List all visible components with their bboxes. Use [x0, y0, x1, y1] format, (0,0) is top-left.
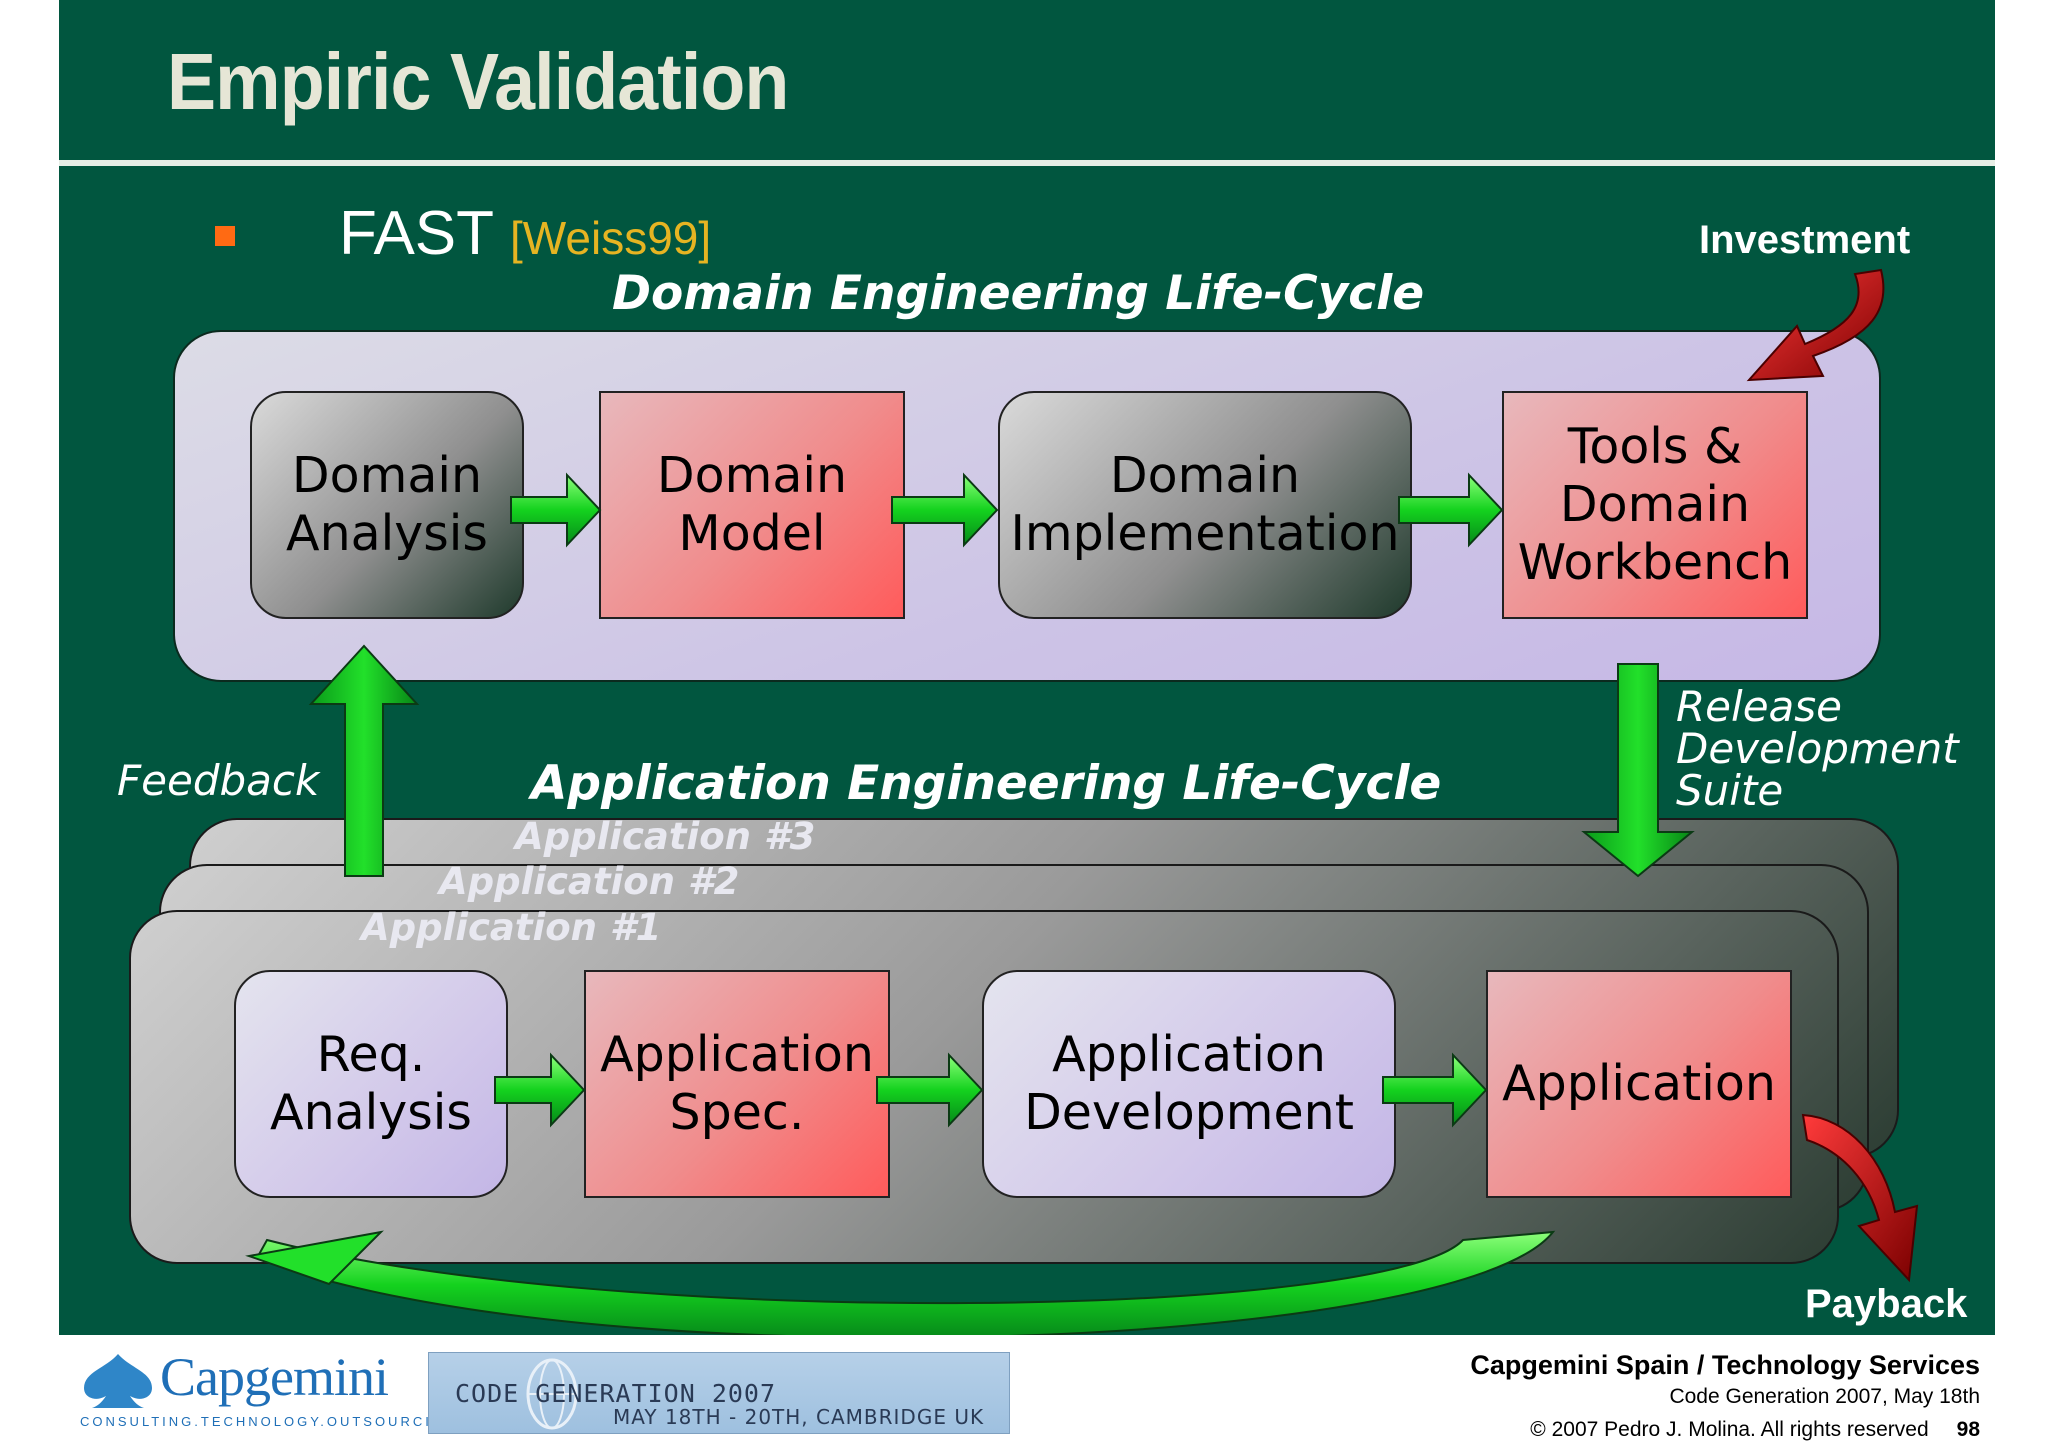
banner-title: CODE GENERATION 2007 — [455, 1379, 777, 1408]
payback-arrow — [1801, 1113, 1919, 1283]
application-box: Application — [1486, 970, 1792, 1198]
arrow-domain-model-to-implementation — [891, 472, 999, 548]
release-down-arrow — [1581, 663, 1695, 878]
page-number: 98 — [1956, 1418, 1980, 1441]
capgemini-logo: Capgemini CONSULTING.TECHNOLOGY.OUTSOURC… — [78, 1347, 454, 1432]
domain-lifecycle-label: Domain Engineering Life-Cycle — [612, 266, 1425, 321]
arrow-layer — [245, 268, 1919, 1335]
feedback-up-arrow — [308, 644, 420, 877]
title-bar: Empiric Validation — [59, 0, 1995, 160]
domain-implementation-box: Domain Implementation — [998, 391, 1412, 619]
footer-copyright: © 2007 Pedro J. Molina. All rights reser… — [1530, 1418, 1929, 1441]
capgemini-spade-icon — [84, 1354, 152, 1408]
citation: [Weiss99] — [510, 212, 712, 264]
title-rule — [59, 160, 1995, 166]
arrow-req-analysis-to-spec — [494, 1052, 586, 1128]
application-lifecycle-label: Application Engineering Life-Cycle — [531, 756, 1442, 811]
arrow-development-to-application — [1382, 1052, 1488, 1128]
application-2-label: Application #2 — [439, 860, 740, 903]
release-line-2: Development — [1676, 724, 1959, 773]
investment-label: Investment — [1699, 218, 1911, 262]
bullet-text: FAST [Weiss99] — [339, 198, 711, 269]
fast-label: FAST — [339, 199, 495, 268]
application-3-label: Application #3 — [515, 815, 816, 858]
code-generation-banner: CODE GENERATION 2007 MAY 18TH - 20TH, CA… — [428, 1352, 1010, 1434]
footer-organization: Capgemini Spain / Technology Services — [1470, 1350, 1980, 1380]
slide-title: Empiric Validation — [167, 37, 789, 126]
investment-arrow — [1746, 268, 1885, 382]
arrow-spec-to-development — [876, 1052, 984, 1128]
capgemini-tagline: CONSULTING.TECHNOLOGY.OUTSOURCING — [80, 1414, 458, 1429]
banner-globe-icon — [526, 1358, 578, 1430]
footer-copyright-line: © 2007 Pedro J. Molina. All rights reser… — [1530, 1418, 1980, 1442]
feedback-label: Feedback — [117, 756, 320, 805]
req-analysis-box: Req. Analysis — [234, 970, 508, 1198]
application-1-label: Application #1 — [361, 906, 662, 949]
tools-domain-workbench-box: Tools & Domain Workbench — [1502, 391, 1808, 619]
bullet-marker — [215, 226, 235, 246]
arrow-domain-implementation-to-workbench — [1398, 472, 1504, 548]
release-development-suite-label: Release Development Suite — [1676, 686, 1959, 812]
banner-date: MAY 18TH - 20TH, CAMBRIDGE UK — [613, 1405, 985, 1429]
release-line-1: Release — [1676, 682, 1842, 731]
domain-analysis-box: Domain Analysis — [250, 391, 524, 619]
release-line-3: Suite — [1676, 766, 1784, 815]
slide: Empiric Validation FAST [Weiss99] Investm… — [59, 0, 1995, 1335]
application-development-box: Application Development — [982, 970, 1396, 1198]
payback-label: Payback — [1805, 1282, 1968, 1326]
application-loop-arrowhead — [245, 1230, 384, 1286]
domain-model-box: Domain Model — [599, 391, 905, 619]
application-loop-arrow — [255, 1230, 1556, 1335]
arrow-domain-analysis-to-model — [510, 472, 602, 548]
capgemini-wordmark: Capgemini — [160, 1347, 389, 1407]
footer-event: Code Generation 2007, May 18th — [1669, 1385, 1980, 1408]
